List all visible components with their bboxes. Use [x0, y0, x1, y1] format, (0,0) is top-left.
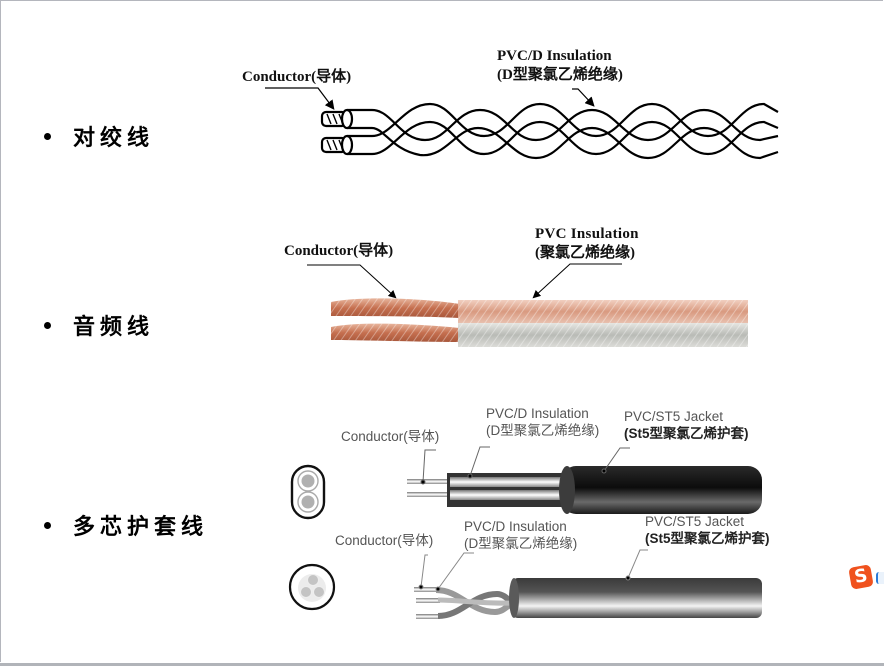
twisted-pair-leaders	[265, 87, 595, 110]
round-sheathed-leaders	[418, 549, 648, 592]
ime-toolbar-edge[interactable]	[876, 572, 884, 584]
flat-jacket-label-en: PVC/ST5 Jacket	[624, 409, 724, 424]
round-jacket-label-cn: (St5型聚氯乙烯护套)	[645, 531, 770, 547]
flat-insulation-label-cn: (D型聚氯乙烯绝缘)	[486, 423, 600, 438]
round-jacket-label-cn-text: (St5型聚氯乙烯护套)	[645, 531, 770, 546]
flat-insulation-label-en: PVC/D Insulation	[486, 406, 589, 421]
bullet-sheathed-cable: 多芯护套线	[44, 509, 208, 541]
audio-insulation-label-en: PVC Insulation	[535, 226, 639, 242]
bullet-twisted-pair: 对绞线	[44, 120, 154, 152]
audio-cable-drawing	[331, 298, 748, 347]
window-bottom-border	[0, 663, 884, 666]
audio-cable-leaders	[307, 263, 622, 299]
round-conductor-label: Conductor(导体)	[335, 533, 434, 548]
twisted-pair-insulation-label-cn: (D型聚氯乙烯绝缘)	[497, 67, 623, 83]
round-insulation-label-cn: (D型聚氯乙烯绝缘)	[464, 536, 578, 551]
flat-jacket-label-cn: (St5型聚氯乙烯护套)	[624, 426, 749, 442]
bullet-label: 对绞线	[73, 125, 155, 151]
audio-insulation-label-cn: (聚氯乙烯绝缘)	[535, 245, 635, 261]
bullet-dot	[44, 132, 51, 140]
twisted-pair-drawing	[320, 102, 779, 160]
bullet-dot	[44, 521, 51, 529]
flat-sheathed-cable-drawing	[407, 466, 762, 514]
bullet-audio-cable: 音频线	[44, 309, 154, 341]
sogou-ime-icon[interactable]: S	[848, 564, 874, 590]
twisted-pair-conductor-label: Conductor(导体)	[242, 69, 352, 85]
round-sheathed-cross-section-icon	[288, 563, 336, 611]
round-insulation-label-en: PVC/D Insulation	[464, 519, 567, 534]
twisted-pair-insulation-label-en: PVC/D Insulation	[497, 48, 612, 64]
audio-conductor-label: Conductor(导体)	[284, 243, 394, 259]
flat-jacket-label-cn-text: (St5型聚氯乙烯护套)	[624, 426, 749, 441]
round-jacket-label-en: PVC/ST5 Jacket	[645, 514, 745, 529]
flat-sheathed-cross-section-icon	[290, 464, 326, 520]
bullet-label: 多芯护套线	[73, 514, 209, 540]
round-sheathed-cable-drawing	[414, 578, 762, 619]
bullet-dot	[44, 321, 51, 329]
flat-conductor-label: Conductor(导体)	[341, 429, 440, 444]
bullet-label: 音频线	[73, 314, 155, 340]
sogou-glyph: S	[852, 565, 870, 588]
flat-sheathed-leaders	[420, 446, 630, 485]
